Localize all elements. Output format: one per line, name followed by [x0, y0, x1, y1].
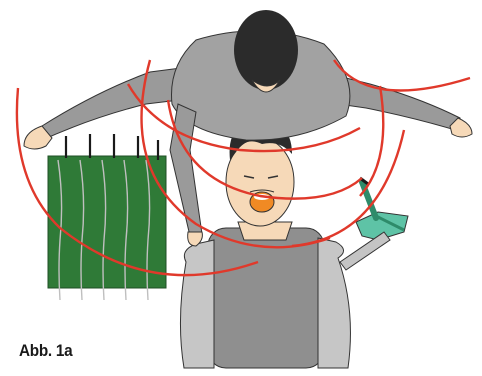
patient-torso [180, 222, 350, 368]
figure-caption: Abb. 1a [19, 341, 72, 361]
